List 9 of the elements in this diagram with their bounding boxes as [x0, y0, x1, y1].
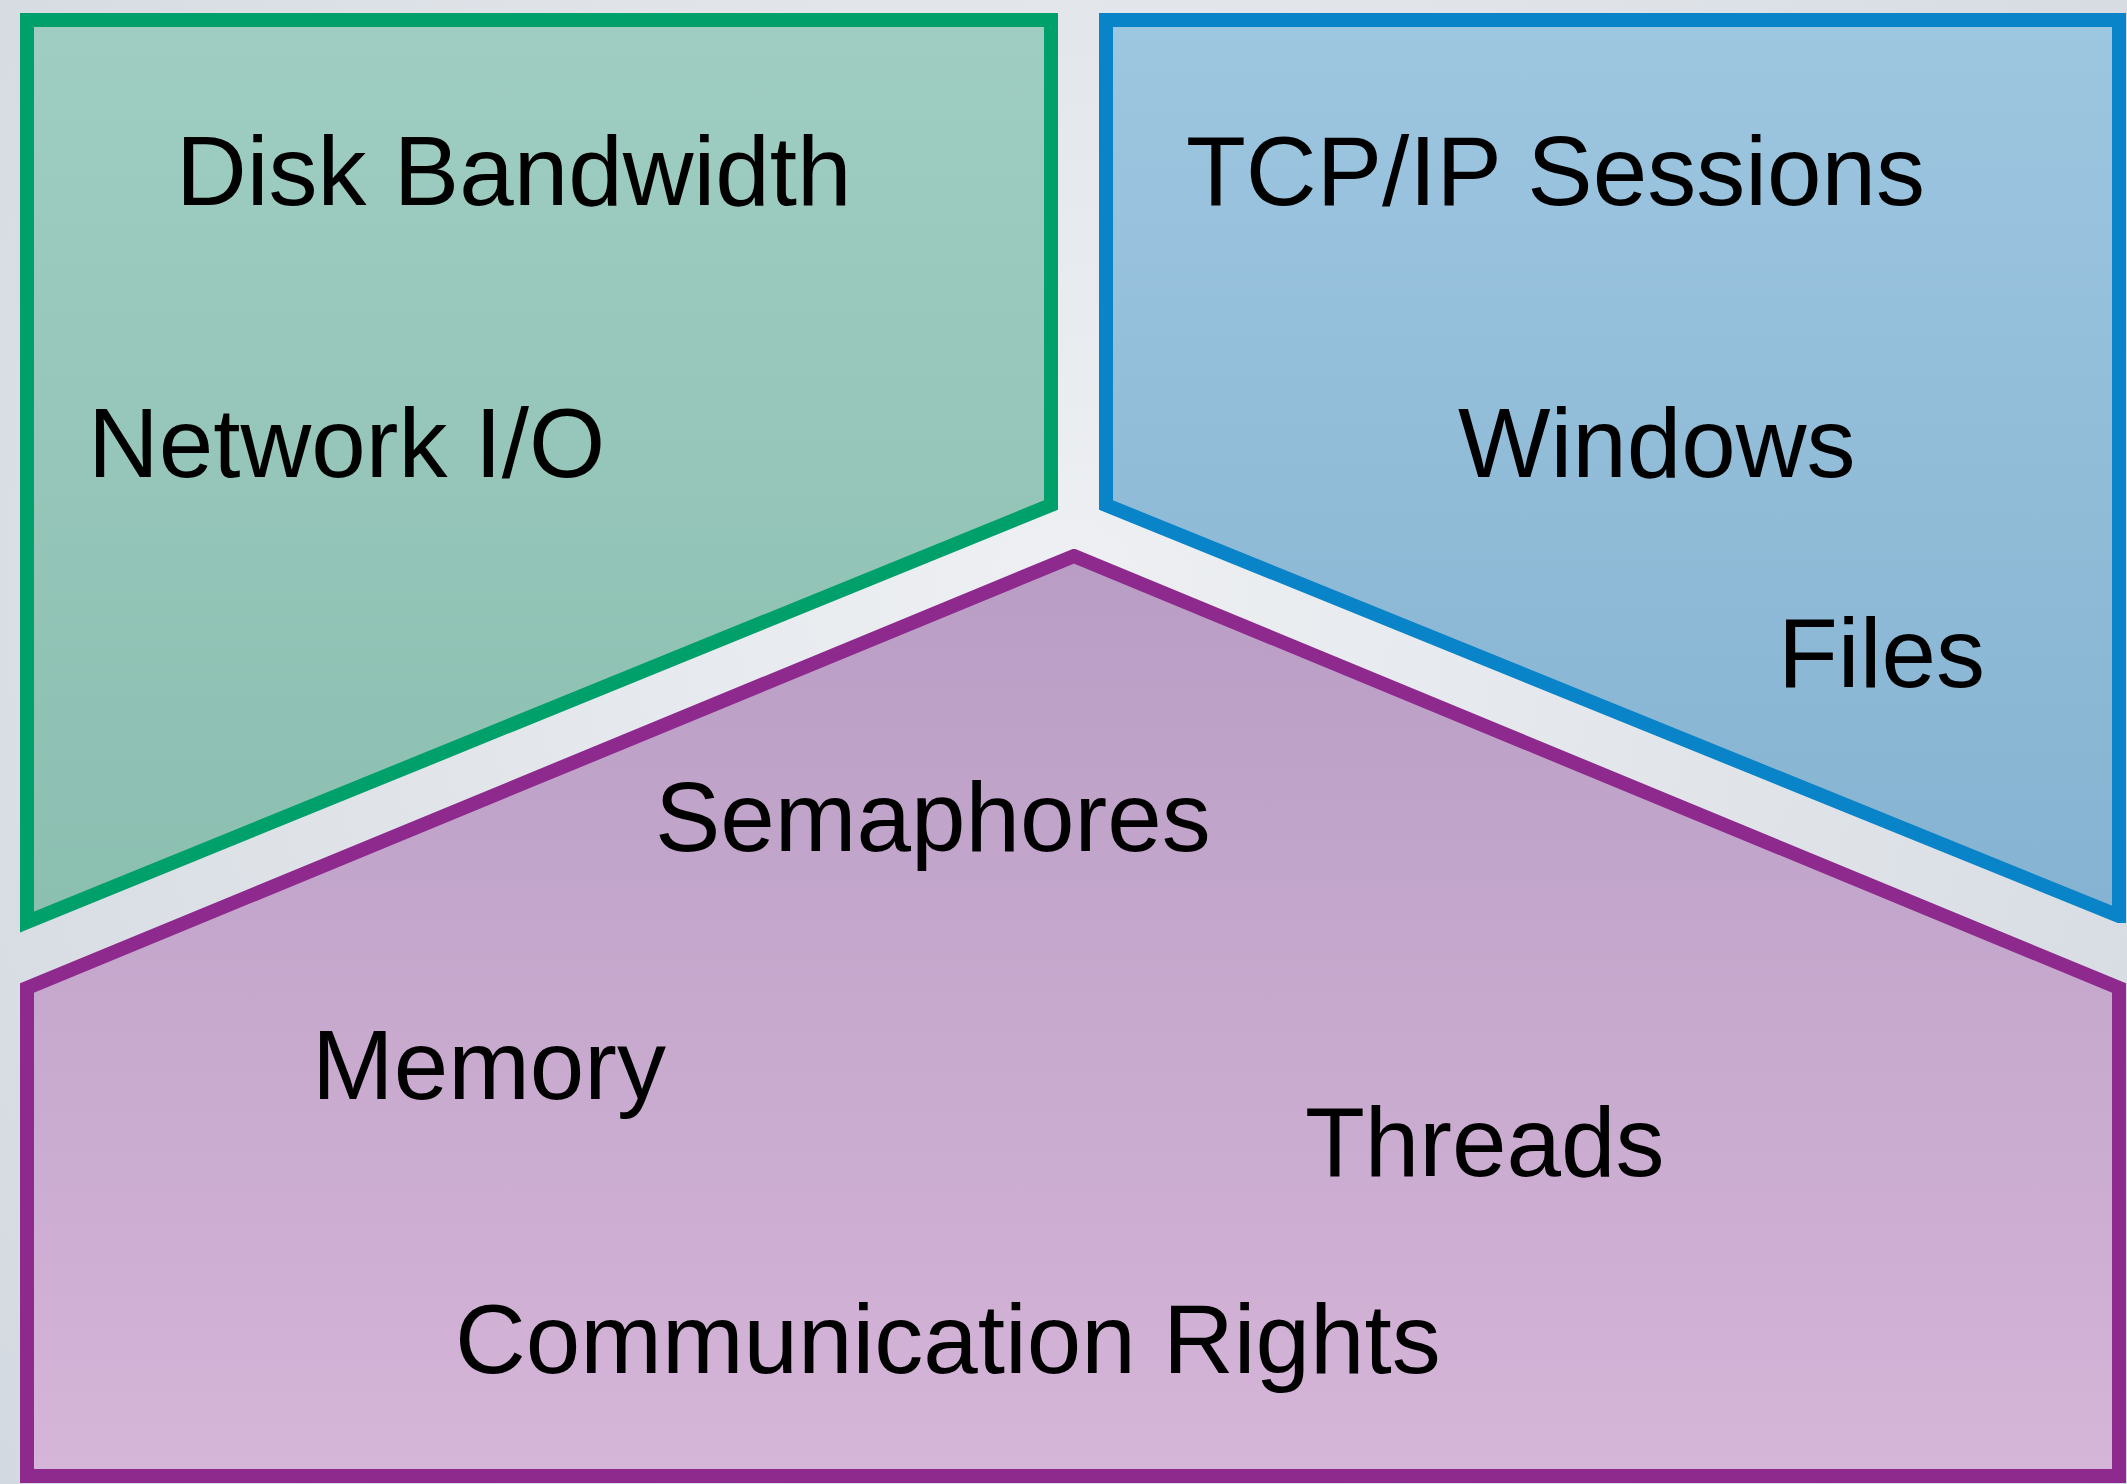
- resource-label: Files: [1778, 600, 1985, 708]
- resource-label: Network I/O: [88, 390, 606, 498]
- resource-label: Semaphores: [655, 764, 1211, 872]
- resource-label: Disk Bandwidth: [176, 118, 852, 226]
- resource-label: TCP/IP Sessions: [1186, 118, 1925, 226]
- resource-label: Memory: [312, 1012, 666, 1120]
- resource-label: Windows: [1458, 390, 1856, 498]
- resource-label: Communication Rights: [455, 1286, 1441, 1394]
- resource-label: Threads: [1305, 1089, 1665, 1197]
